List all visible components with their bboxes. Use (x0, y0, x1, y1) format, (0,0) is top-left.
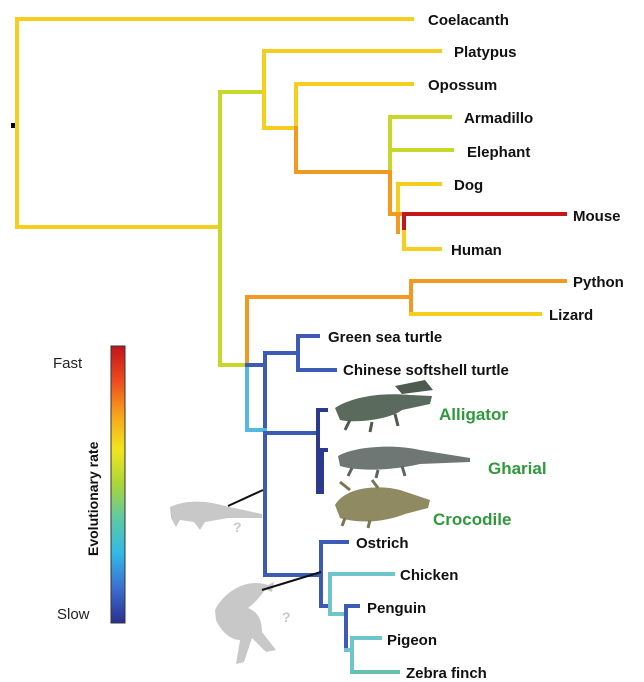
taxon-mouse: Mouse (573, 208, 621, 225)
fossil-connector-line (228, 490, 263, 506)
evolutionary-rate-legend: Fast Slow Evolutionary rate (53, 346, 125, 623)
alligator-illustration-icon (335, 380, 433, 432)
taxon-pigeon: Pigeon (387, 632, 437, 649)
taxon-platypus: Platypus (454, 44, 517, 61)
taxon-crocodile: Crocodile (433, 510, 511, 529)
taxon-python: Python (573, 274, 624, 291)
taxon-zebra-finch: Zebra finch (406, 665, 487, 682)
taxon-ostrich: Ostrich (356, 535, 409, 552)
taxon-green-sea-turtle: Green sea turtle (328, 329, 442, 346)
fossil-question-mark: ? (233, 519, 242, 535)
taxon-chicken: Chicken (400, 567, 458, 584)
taxon-chinese-softshell-turtle: Chinese softshell turtle (343, 362, 509, 379)
taxon-opossum: Opossum (428, 77, 497, 94)
extinct-crocodyliform-silhouette-icon: ? (170, 502, 262, 535)
taxon-human: Human (451, 242, 502, 259)
legend-fast-label: Fast (53, 355, 83, 372)
legend-title: Evolutionary rate (85, 441, 101, 556)
fossil-question-mark-bird: ? (282, 609, 291, 625)
crocodile-illustration-icon (335, 480, 430, 528)
legend-color-bar (111, 346, 125, 623)
taxon-elephant: Elephant (467, 144, 530, 161)
legend-slow-label: Slow (57, 606, 90, 623)
taxon-dog: Dog (454, 177, 483, 194)
taxon-lizard: Lizard (549, 307, 593, 324)
archaeopteryx-silhouette-icon: ? (215, 582, 291, 664)
taxon-alligator: Alligator (439, 405, 508, 424)
taxon-armadillo: Armadillo (464, 110, 533, 127)
taxon-penguin: Penguin (367, 600, 426, 617)
taxon-gharial: Gharial (488, 459, 547, 478)
gharial-illustration-icon (338, 447, 470, 478)
taxon-coelacanth: Coelacanth (428, 12, 509, 29)
